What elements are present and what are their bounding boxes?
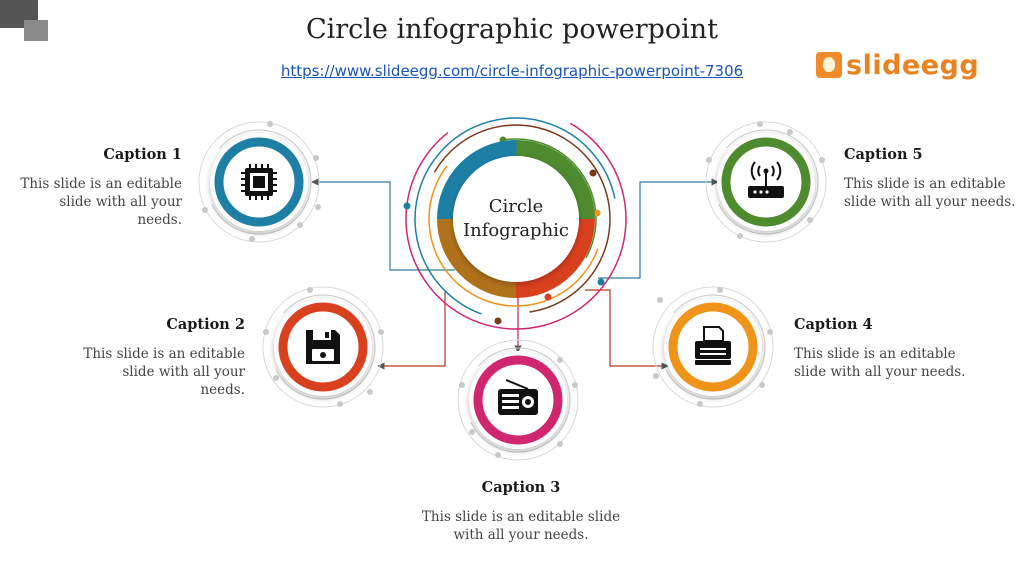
- caption-3-description: This slide is an editable slide with all…: [400, 508, 642, 544]
- caption-1-line2: slide with all your needs.: [59, 194, 182, 228]
- caption-4-heading: Caption 4: [794, 316, 873, 333]
- floppy-disk-icon: [306, 330, 340, 364]
- connector-1: [311, 178, 455, 271]
- caption-1-line1: This slide is an editable: [20, 176, 182, 192]
- caption-5-line1: This slide is an editable: [844, 176, 1006, 192]
- radio-icon: [498, 379, 538, 415]
- center-label: Circle Infographic: [452, 195, 580, 243]
- corner-square-light: [24, 20, 48, 41]
- center-circle: [453, 156, 579, 282]
- egg-logo-icon: [816, 52, 842, 78]
- slideegg-logo: slideegg: [816, 48, 979, 82]
- caption-5: Caption 5 This slide is an editable slid…: [844, 146, 1020, 211]
- caption-5-description: This slide is an editable slide with all…: [844, 175, 1020, 211]
- page-title: Circle infographic powerpoint: [305, 14, 719, 45]
- caption-2-line2: slide with all your needs.: [122, 364, 245, 398]
- caption-4: Caption 4 This slide is an editable slid…: [794, 316, 974, 381]
- center-label-line2: Infographic: [462, 220, 569, 241]
- connector-2: [377, 290, 446, 370]
- center-rings: [403, 108, 627, 330]
- connector-5: [598, 178, 719, 279]
- center-color-ring: [437, 140, 595, 298]
- caption-2-description: This slide is an editable slide with all…: [83, 345, 245, 399]
- caption-1-description: This slide is an editable slide with all…: [20, 175, 182, 229]
- connector-lines: [311, 178, 719, 370]
- router-icon: [748, 161, 784, 198]
- caption-2-heading: Caption 2: [166, 316, 245, 333]
- caption-1: Caption 1 This slide is an editable slid…: [20, 146, 182, 229]
- caption-4-line2: slide with all your needs.: [794, 364, 966, 380]
- caption-3: Caption 3 This slide is an editable slid…: [400, 479, 642, 544]
- caption-5-line2: slide with all your needs.: [844, 194, 1016, 210]
- center-label-line1: Circle: [488, 196, 544, 217]
- caption-5-heading: Caption 5: [844, 146, 923, 163]
- connector-4: [585, 289, 669, 370]
- caption-3-line1: This slide is an editable slide: [421, 509, 621, 525]
- logo-text: slideegg: [846, 49, 980, 81]
- source-link[interactable]: https://www.slideegg.com/circle-infograp…: [280, 62, 744, 80]
- caption-4-description: This slide is an editable slide with all…: [794, 345, 974, 381]
- caption-4-line1: This slide is an editable: [794, 346, 956, 362]
- printer-icon: [695, 326, 731, 365]
- caption-3-heading: Caption 3: [481, 479, 561, 496]
- caption-2-line1: This slide is an editable: [83, 346, 245, 362]
- chip-icon: [241, 164, 277, 200]
- caption-3-line2: with all your needs.: [453, 527, 589, 543]
- caption-2: Caption 2 This slide is an editable slid…: [83, 316, 245, 399]
- caption-1-heading: Caption 1: [103, 146, 182, 163]
